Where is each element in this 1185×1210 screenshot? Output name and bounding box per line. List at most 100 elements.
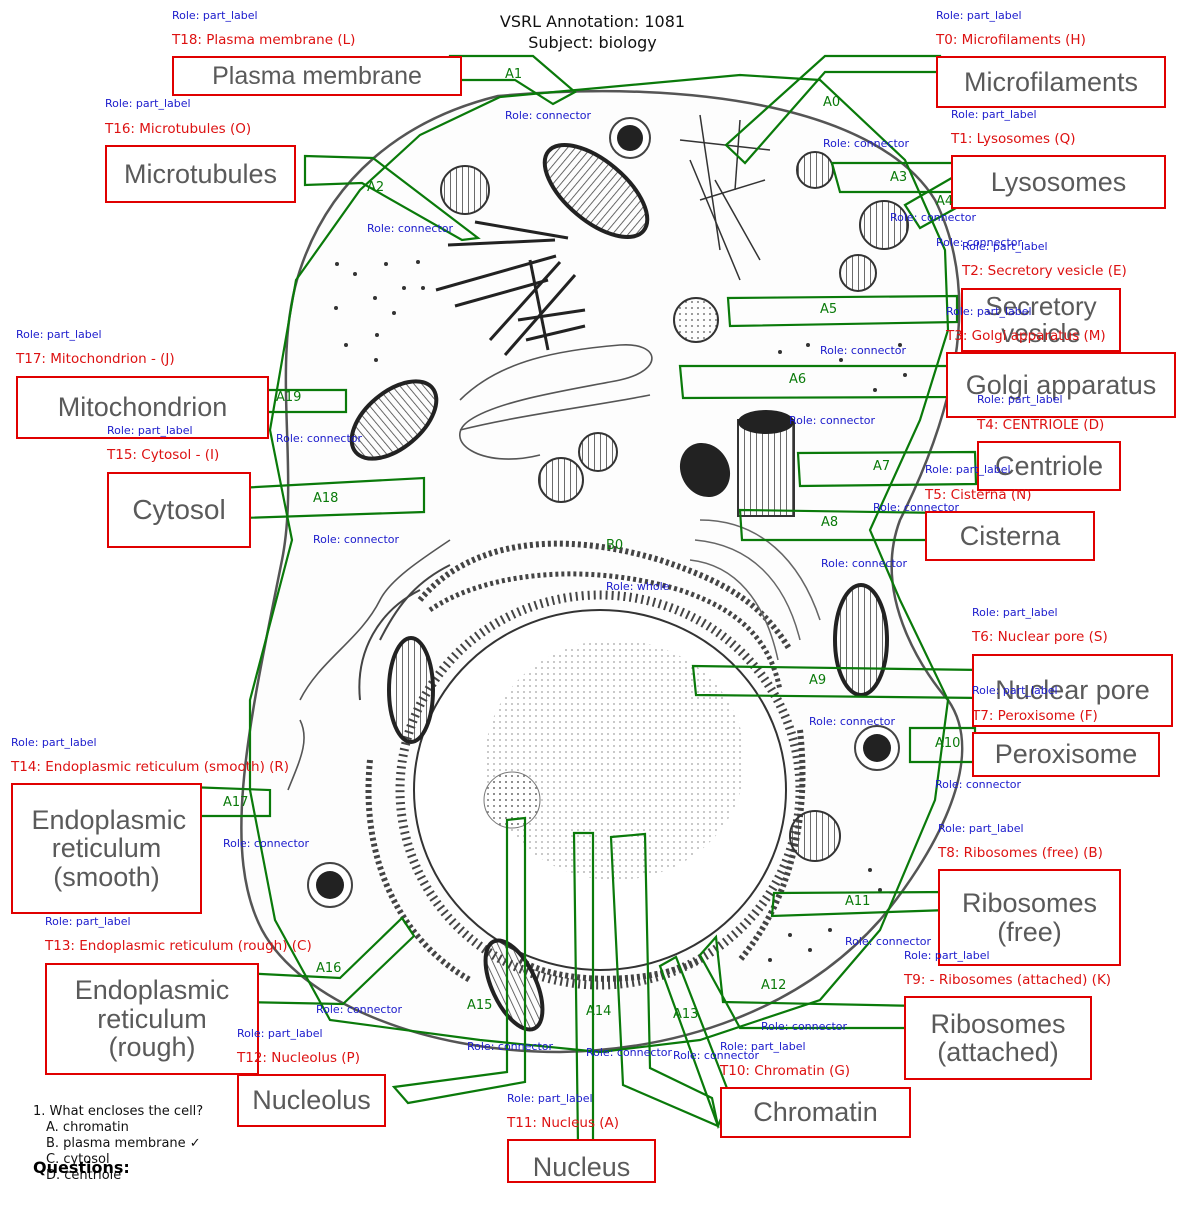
- connector-role-a14: Role: connector: [586, 1046, 673, 1059]
- label-box-chromatin[interactable]: Chromatin: [720, 1087, 911, 1138]
- connector-label-a7: A7: [873, 459, 891, 474]
- connector-a7-shape: [796, 450, 978, 488]
- label-box-ribosomes-free[interactable]: Ribosomes (free): [938, 869, 1121, 966]
- connector-label-a3: A3: [890, 170, 908, 185]
- connector-label-a8: A8: [821, 515, 839, 530]
- title-t10: T10: Chromatin (G): [720, 1063, 851, 1079]
- role-t5: Role: part_label: [925, 463, 1011, 476]
- free-ribosomes-drawing: [334, 260, 907, 962]
- label-text-lysosomes: Lysosomes: [990, 166, 1127, 197]
- question-1-option-b[interactable]: B. plasma membrane ✓: [46, 1136, 201, 1151]
- label-text-plasma-membrane: Plasma membrane: [212, 61, 422, 90]
- nucleolus-drawing: [483, 771, 541, 829]
- title-t15: T15: Cytosol - (I): [107, 447, 220, 463]
- connector-label-a17: A17: [223, 795, 249, 810]
- label-box-golgi-apparatus[interactable]: Golgi apparatus: [946, 352, 1176, 418]
- label-text-microtubules: Microtubules: [123, 158, 278, 189]
- connector-role-a4: Role: connector: [936, 236, 1023, 249]
- connector-a20-shape: [609, 832, 720, 1128]
- label-text-centriole: Centriole: [994, 450, 1104, 481]
- label-text-er-smooth: Endoplasmic reticulum (smooth): [31, 804, 187, 892]
- title-t17: T17: Mitochondrion - (J): [16, 351, 175, 367]
- role-t2: Role: part_label: [962, 240, 1048, 253]
- label-box-lysosomes[interactable]: Lysosomes: [951, 155, 1166, 209]
- connector-role-a6: Role: connector: [789, 414, 876, 427]
- label-box-secretory-vesicle[interactable]: Secretory vesicle: [961, 288, 1121, 352]
- connector-role-a12: Role: connector: [761, 1020, 848, 1033]
- connector-role-a1: Role: connector: [505, 109, 592, 122]
- role-t15: Role: part_label: [107, 424, 193, 437]
- role-t4: Role: part_label: [977, 393, 1063, 406]
- golgi-drawing: [689, 519, 821, 661]
- label-text-golgi-apparatus: Golgi apparatus: [965, 369, 1157, 400]
- connector-role-a7: Role: connector: [873, 501, 960, 514]
- question-1-option-c[interactable]: C. cytosol: [46, 1152, 110, 1167]
- connector-role-a13: Role: connector: [673, 1049, 760, 1062]
- role-t3: Role: part_label: [946, 305, 1032, 318]
- connector-role-a9: Role: connector: [809, 715, 896, 728]
- questions-heading: Questions:: [33, 1158, 130, 1177]
- title-t13: T13: Endoplasmic reticulum (rough) (C): [45, 938, 312, 954]
- label-box-er-rough[interactable]: Endoplasmic reticulum (rough): [45, 963, 259, 1075]
- connector-role-a17: Role: connector: [223, 837, 310, 850]
- label-box-nuclear-pore[interactable]: Nuclear pore: [972, 654, 1173, 727]
- role-t10: Role: part_label: [720, 1040, 806, 1053]
- annotation-subject: Subject: biology: [528, 33, 657, 52]
- label-text-er-rough: Endoplasmic reticulum (rough): [74, 975, 230, 1063]
- title-t16: T16: Microtubules (O): [105, 121, 252, 137]
- label-text-nucleus: Nucleus: [532, 1152, 631, 1182]
- label-box-plasma-membrane[interactable]: Plasma membrane: [172, 56, 462, 96]
- connector-label-a13: A13: [673, 1007, 699, 1022]
- label-text-chromatin: Chromatin: [753, 1097, 878, 1128]
- label-box-cytosol[interactable]: Cytosol: [107, 472, 251, 548]
- vesicles-drawing: [440, 151, 909, 862]
- label-box-ribosomes-attached[interactable]: Ribosomes (attached): [904, 996, 1092, 1080]
- label-box-microtubules[interactable]: Microtubules: [105, 145, 296, 203]
- label-box-nucleolus[interactable]: Nucleolus: [237, 1074, 386, 1127]
- label-text-secretory-vesicle: Secretory vesicle: [985, 290, 1097, 348]
- label-box-mitochondrion[interactable]: Mitochondrion: [16, 376, 269, 439]
- whole-label-b0: B0: [606, 538, 624, 553]
- label-text-mitochondrion: Mitochondrion: [57, 392, 228, 423]
- title-t7: T7: Peroxisome (F): [972, 708, 1098, 724]
- connector-a2-shape: [303, 154, 481, 242]
- label-text-microfilaments: Microfilaments: [963, 66, 1139, 97]
- label-box-er-smooth[interactable]: Endoplasmic reticulum (smooth): [11, 783, 202, 914]
- question-block: 1. What encloses the cell? A. chromatin …: [33, 1104, 203, 1184]
- connector-role-a16: Role: connector: [316, 1003, 403, 1016]
- connector-label-a5: A5: [820, 302, 838, 317]
- smooth-er-drawing: [287, 344, 653, 791]
- connector-role-a18: Role: connector: [313, 533, 400, 546]
- role-t6: Role: part_label: [972, 606, 1058, 619]
- title-t9: T9: - Ribosomes (attached) (K): [904, 972, 1112, 988]
- question-1-option-a[interactable]: A. chromatin: [46, 1120, 129, 1135]
- title-t12: T12: Nucleolus (P): [237, 1050, 360, 1066]
- title-t6: T6: Nuclear pore (S): [972, 629, 1108, 645]
- connector-label-a4: A4: [936, 194, 954, 209]
- connector-label-a15: A15: [467, 998, 493, 1013]
- label-box-nucleus[interactable]: Nucleus: [507, 1139, 656, 1183]
- annotation-title: VSRL Annotation: 1081: [499, 12, 686, 31]
- connector-label-a11: A11: [845, 894, 871, 909]
- connector-label-a18: A18: [313, 491, 339, 506]
- connector-a5-shape: [726, 294, 959, 328]
- title-t1: T1: Lysosomes (Q): [951, 131, 1076, 147]
- connector-role-a5: Role: connector: [820, 344, 907, 357]
- title-t14: T14: Endoplasmic reticulum (smooth) (R): [11, 759, 290, 775]
- connector-a15-shape: [391, 816, 527, 1105]
- title-t8: T8: Ribosomes (free) (B): [938, 845, 1103, 861]
- label-box-cisterna[interactable]: Cisterna: [925, 511, 1095, 561]
- label-text-ribosomes-free: Ribosomes (free): [961, 888, 1098, 947]
- role-t1: Role: part_label: [951, 108, 1037, 121]
- title-t18: T18: Plasma membrane (L): [172, 32, 356, 48]
- label-box-microfilaments[interactable]: Microfilaments: [936, 56, 1166, 108]
- label-box-peroxisome[interactable]: Peroxisome: [972, 732, 1160, 777]
- label-box-centriole[interactable]: Centriole: [977, 441, 1121, 491]
- connector-role-a10: Role: connector: [935, 778, 1022, 791]
- question-1-option-d[interactable]: D. centriole: [46, 1168, 122, 1183]
- title-t2: T2: Secretory vesicle (E): [962, 263, 1127, 279]
- role-t14: Role: part_label: [11, 736, 97, 749]
- connector-label-a2: A2: [367, 180, 385, 195]
- connector-role-a8: Role: connector: [821, 557, 908, 570]
